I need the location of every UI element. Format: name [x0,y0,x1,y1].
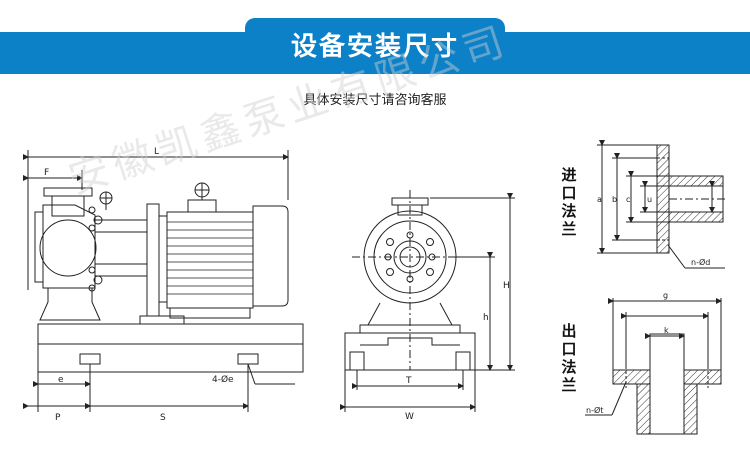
page-title: 设备安装尺寸 [290,32,459,62]
dim-k: k [664,326,669,335]
page-subtitle: 具体安装尺寸请咨询客服 [303,93,447,108]
dim-P: P [55,413,61,423]
dim-c: c [626,195,630,204]
dim-b: b [612,195,617,204]
side-view-labels: L F e 4-Øe P S [44,147,234,423]
dim-g: g [663,291,668,300]
outlet-flange-labels: g k n-Øt [586,291,669,415]
dim-W: W [405,412,414,422]
dim-S: S [160,413,166,423]
outlet-flange-drawing [585,298,722,435]
dim-H: H [503,281,510,291]
inlet-flange-labels: a b c u n-Ød [597,195,710,267]
dim-holes-inlet: n-Ød [691,257,710,267]
dim-F: F [44,168,49,178]
dim-u: u [647,195,652,204]
header-banner: 设备安装尺寸 [0,18,750,74]
outlet-flange-label: 出口法兰 [561,322,577,394]
dim-holes-side: 4-Øe [212,374,234,385]
dim-e: e [58,375,64,385]
dim-holes-outlet: n-Øt [586,405,603,415]
dim-h: h [483,313,489,323]
banner-tab [245,18,505,74]
front-view-labels: H h T W [405,281,510,422]
dim-T: T [405,376,412,386]
front-view [340,190,515,412]
side-view [23,150,304,412]
installation-dimension-drawing: L F e 4-Øe P S [23,140,728,435]
inlet-flange-drawing [597,140,728,269]
inlet-flange-label: 进口法兰 [561,166,577,238]
dim-a: a [597,195,602,204]
dim-L: L [154,147,159,157]
